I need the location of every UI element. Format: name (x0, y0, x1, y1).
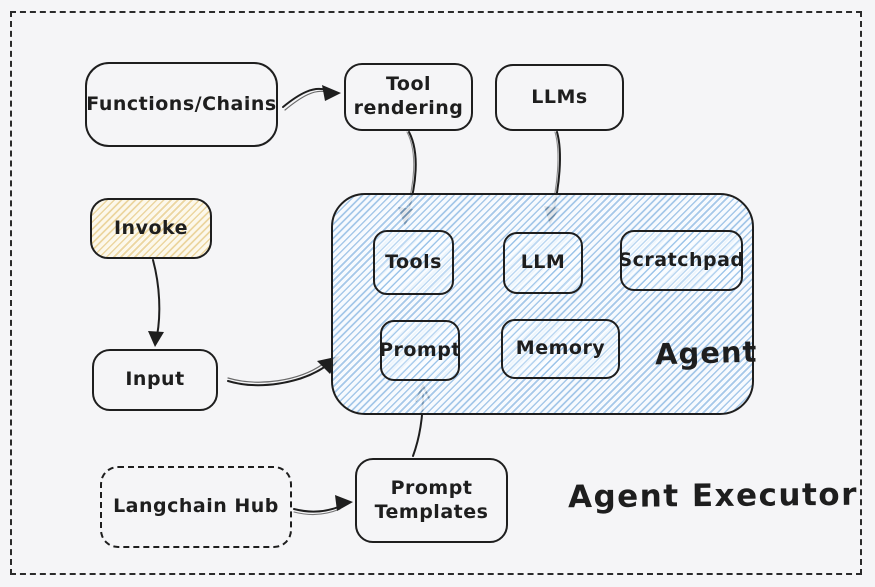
node-llms: LLMs (495, 64, 624, 131)
node-tool-rendering-label: Tool rendering (353, 73, 464, 119)
agent-group-label: Agent (654, 334, 758, 372)
node-prompt-templates-label: Prompt Templates (374, 476, 489, 523)
node-input: Input (92, 349, 218, 411)
node-input-label: Input (125, 368, 185, 391)
node-tools-label: Tools (385, 250, 442, 273)
node-langchain-hub-label: Langchain Hub (113, 495, 279, 518)
node-llm: LLM (503, 232, 583, 294)
node-functions-chains-label: Functions/Chains (86, 92, 277, 115)
agent-group-box (331, 193, 754, 415)
node-langchain-hub: Langchain Hub (100, 466, 292, 548)
diagram-caption: Agent Executor (567, 476, 859, 516)
node-scratchpad-label: Scratchpad (618, 248, 745, 271)
node-memory-label: Memory (515, 337, 606, 360)
node-scratchpad: Scratchpad (618, 230, 745, 291)
node-prompt: Prompt (379, 320, 461, 381)
node-memory: Memory (501, 319, 620, 379)
node-tool-rendering: Tool rendering (344, 63, 473, 131)
node-functions-chains: Functions/Chains (85, 62, 278, 147)
node-prompt-templates: Prompt Templates (355, 458, 508, 543)
node-invoke: Invoke (90, 198, 212, 259)
outer-dashed-frame (10, 11, 862, 575)
node-tools: Tools (373, 230, 454, 295)
node-llms-label: LLMs (531, 85, 588, 108)
node-invoke-label: Invoke (113, 216, 189, 239)
node-llm-label: LLM (520, 251, 566, 274)
node-prompt-label: Prompt (379, 338, 461, 361)
